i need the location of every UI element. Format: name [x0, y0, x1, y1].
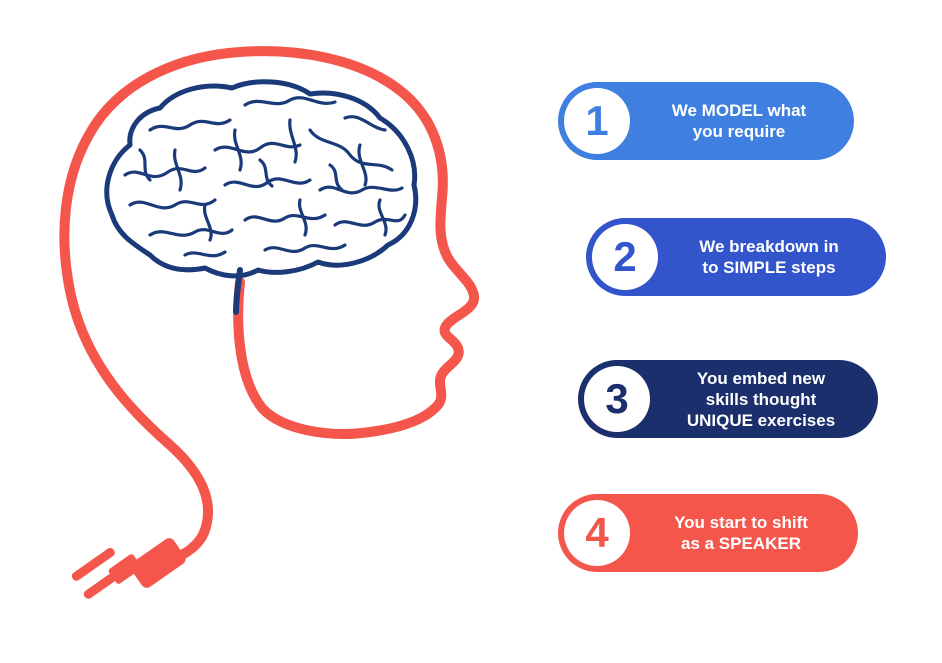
- head-outline-icon: [59, 46, 479, 565]
- step-4-number-circle: 4: [564, 500, 630, 566]
- step-2-pill: 2 We breakdown in to SIMPLE steps: [586, 218, 886, 296]
- step-2-number-circle: 2: [592, 224, 658, 290]
- brain-icon: [104, 79, 419, 315]
- step-4-number: 4: [585, 509, 609, 556]
- step-3-number-circle: 3: [584, 366, 650, 432]
- step-2-number: 2: [613, 233, 637, 280]
- head-brain-illustration: [59, 46, 479, 599]
- power-plug-icon: [71, 538, 186, 599]
- step-3-text: You embed new skills thought UNIQUE exer…: [686, 368, 836, 430]
- step-1-number-circle: 1: [564, 88, 630, 154]
- step-1-text: We MODEL what you require: [671, 101, 807, 141]
- step-2-text: We breakdown in to SIMPLE steps: [699, 237, 839, 277]
- step-3-number: 3: [605, 375, 629, 422]
- step-1-number: 1: [585, 97, 609, 144]
- step-4-pill: 4 You start to shift as a SPEAKER: [558, 494, 858, 572]
- step-4-text: You start to shift as a SPEAKER: [674, 513, 808, 553]
- step-3-pill: 3 You embed new skills thought UNIQUE ex…: [578, 360, 878, 438]
- step-1-pill: 1 We MODEL what you require: [558, 82, 854, 160]
